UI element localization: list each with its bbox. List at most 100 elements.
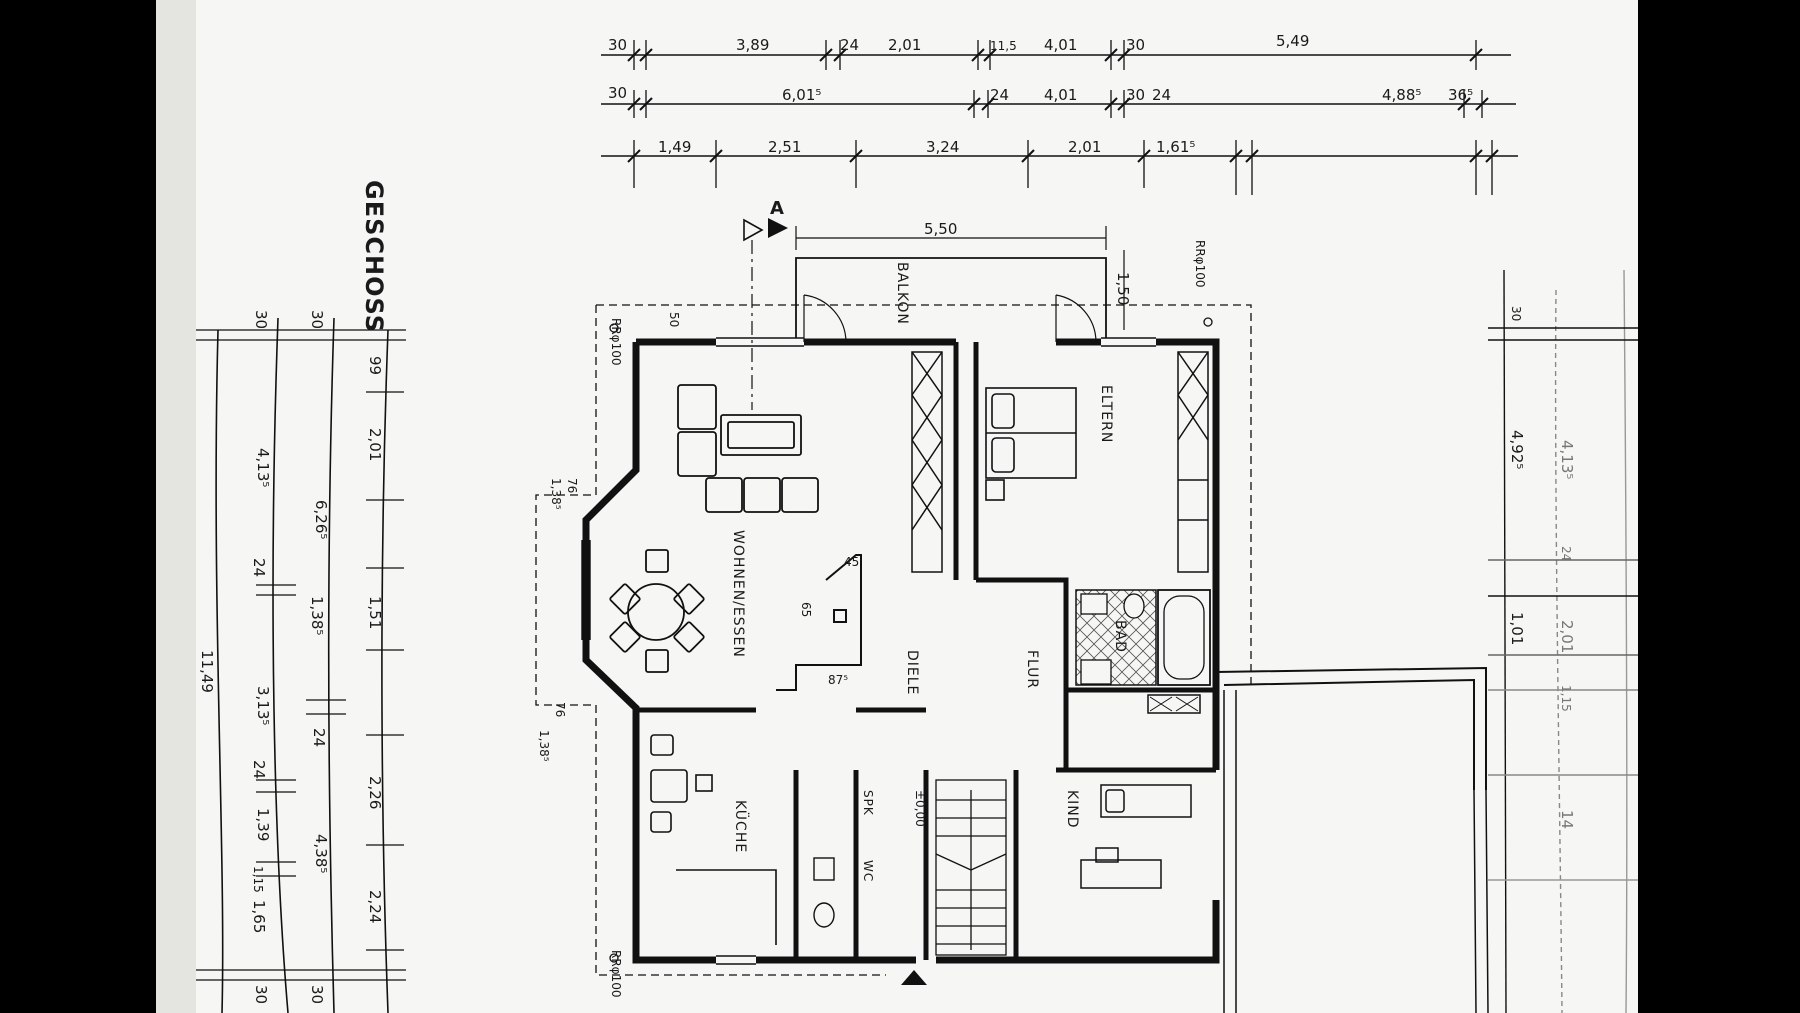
dim-left-end-0: 30 [252,310,270,329]
dim-left-col2-0: 6,26⁵ [312,500,330,539]
dim-top1-0: 30 [608,36,627,54]
dim-top1-6: 30 [1126,36,1145,54]
dim-top1-1: 3,89 [736,36,769,54]
dim-kitchen-0: 45 [844,555,859,569]
floor-plan-drawing: GESCHOSS A WOHNEN/ESSEN ELTERN BALKON BA… [156,0,1638,1013]
scan-shadow [156,0,196,1013]
rr-note-top-right: RRφ100 [1193,240,1207,288]
dim-left-col3-4: 2,24 [366,890,384,923]
drain-pipes [609,317,1213,963]
dim-top1-5: 4,01 [1044,36,1077,54]
dim-top3-3: 2,01 [1068,138,1101,156]
drawing-sheet: GESCHOSS A WOHNEN/ESSEN ELTERN BALKON BA… [156,0,1638,1013]
wardrobes [911,351,1209,573]
room-label-eltern: ELTERN [1098,385,1114,443]
dim-kitchen-1: 65 [799,602,813,617]
rr-note-top-left: RRφ100 [609,318,623,366]
dim-left-overall: 11,49 [198,650,216,693]
living-furniture [609,384,819,673]
child-room-furniture [1080,784,1192,889]
staircase [935,779,1007,956]
top-dimension-chains [601,40,1518,195]
dim-right-1: 4,92⁵ [1508,430,1526,469]
dim-top2-2: 24 [990,86,1009,104]
room-label-diele: DIELE [904,650,920,695]
section-mark [743,218,788,410]
windows [581,337,1156,965]
dim-top2-5: 24 [1152,86,1171,104]
dim-top2-6: 4,88⁵ [1382,86,1421,104]
interior-walls [636,342,1216,960]
dim-left-col2-3: 4,38⁵ [312,834,330,873]
dim-top3-4: 1,61⁵ [1156,138,1195,156]
dim-left-col1-5: 1,15 [251,866,265,893]
room-label-wohnen: WOHNEN/ESSEN [730,530,746,658]
dim-bay-3: 1,38⁵ [537,730,551,762]
dim-top2-0: 30 [608,84,627,102]
dim-right-6: 1,15 [1559,685,1573,712]
dim-left-col1-4: 1,39 [254,808,272,841]
exterior-walls [582,338,1220,964]
dim-balkon-depth: 1,50 [1114,272,1132,305]
dim-bay-0: 50 [667,312,681,327]
room-label-wc: WC [861,860,875,882]
dim-bay-2: 1,38⁵ [549,478,563,510]
dim-top2-1: 6,01⁵ [782,86,821,104]
dim-top2-7: 36⁵ [1448,86,1473,104]
bathroom [1075,589,1211,714]
entrance-arrow [901,970,927,985]
dim-left-col1-0: 4,13⁵ [254,448,272,487]
balcony [795,226,1125,338]
dim-left-col1-3: 24 [250,760,268,779]
dim-right-3: 24 [1559,546,1573,561]
room-label-flur: FLUR [1024,650,1040,689]
dim-bay-4: 76 [553,702,567,717]
dim-balkon-width: 5,50 [924,220,957,238]
dim-left-col3-1: 2,01 [366,428,384,461]
dim-left-end-1: 30 [308,310,326,329]
dim-left-col3-0: 99 [366,356,384,375]
dim-left-col2-2: 24 [310,728,328,747]
dim-right-5: 2,01 [1558,620,1576,653]
dim-top1-3: 2,01 [888,36,921,54]
sheet-title: GESCHOSS [360,180,388,333]
dim-top3-2: 3,24 [926,138,959,156]
dim-top1-2: 24 [840,36,859,54]
dim-left-end-2: 30 [252,985,270,1004]
rr-note-bottom: RRφ100 [609,950,623,998]
dim-left-col1-1: 24 [250,558,268,577]
left-dimension-chains [196,317,406,1013]
dim-top3-0: 1,49 [658,138,691,156]
dim-right-2: 4,13⁵ [1558,440,1576,479]
roof-outline [535,304,1252,976]
dim-top3-1: 2,51 [768,138,801,156]
room-label-kind: KIND [1064,790,1080,829]
room-label-balkon: BALKON [894,262,910,325]
balcony-doors [803,294,1097,343]
right-dimension-chains [1488,269,1638,1013]
kitchen-furniture [650,734,777,945]
dim-right-0: 30 [1509,306,1523,321]
dim-top2-4: 30 [1126,86,1145,104]
dim-top1-4: 11,5 [990,39,1017,53]
chimney [776,554,862,691]
dim-left-end-3: 30 [308,985,326,1004]
level-label: ±0,00 [913,790,927,827]
dim-bay-1: 76 [565,478,579,493]
dim-right-4: 1,01 [1508,612,1526,645]
room-label-bad: BAD [1112,620,1128,653]
annex-outline [1215,666,1489,1013]
wc-room [813,857,835,928]
room-label-kueche: KÜCHE [732,800,750,853]
dim-left-col1-6: 1,65 [250,900,268,933]
section-mark-label: A [770,198,784,219]
dim-kitchen-2: 87⁵ [828,673,848,687]
dim-left-col2-1: 1,38⁵ [308,596,326,635]
double-bed [985,387,1077,501]
dim-top1-7: 5,49 [1276,32,1309,50]
dim-right-7: 14 [1558,810,1576,829]
dim-left-col1-2: 3,13⁵ [254,686,272,725]
dim-left-col3-2: 1,51 [366,596,384,629]
room-label-spk: SPK [861,790,875,816]
